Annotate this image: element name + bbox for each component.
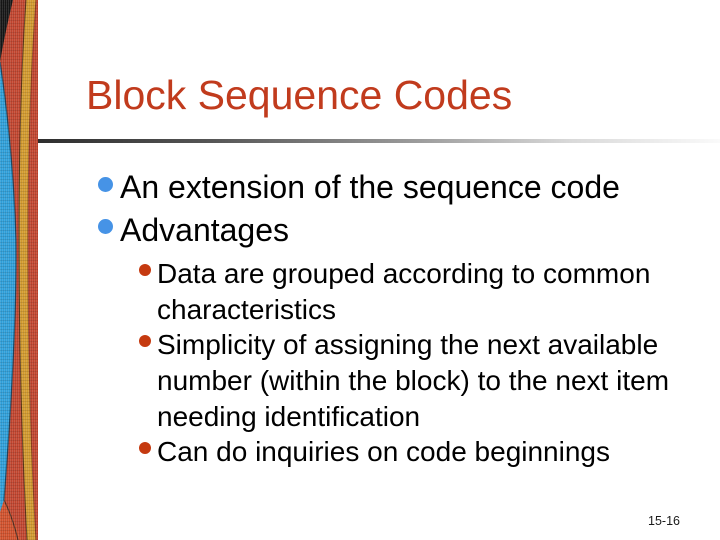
bullet-item-level2: Simplicity of assigning the next availab… bbox=[139, 327, 669, 435]
strip-gold-left-seam bbox=[18, 0, 28, 540]
bullet-item-level2: Data are grouped according to common cha… bbox=[139, 256, 650, 328]
bullet-item-level1: Advantages bbox=[98, 210, 289, 250]
blue-bullet-icon bbox=[98, 219, 113, 234]
bullet-text: Advantages bbox=[120, 212, 290, 248]
page-number: 15-16 bbox=[648, 514, 680, 528]
strip-gold-band bbox=[19, 0, 36, 540]
red-bullet-icon bbox=[139, 335, 151, 347]
red-bullet-icon bbox=[139, 442, 151, 454]
decorative-side-strip bbox=[0, 0, 38, 540]
bullet-text: Data are grouped according to common cha… bbox=[157, 258, 651, 325]
blue-bullet-icon bbox=[98, 177, 113, 192]
strip-bottom-seam bbox=[3, 499, 19, 540]
strip-blue-right-seam bbox=[0, 61, 17, 501]
strip-gold-right-seam bbox=[27, 0, 37, 540]
slide-title: Block Sequence Codes bbox=[86, 72, 513, 118]
bullet-text: Can do inquiries on code beginnings bbox=[157, 436, 610, 467]
strip-black-top-wedge bbox=[0, 0, 13, 62]
bullet-item-level2: Can do inquiries on code beginnings bbox=[139, 434, 610, 470]
bullet-item-level1: An extension of the sequence code bbox=[98, 167, 620, 207]
bullet-text: An extension of the sequence code bbox=[120, 169, 620, 205]
red-bullet-icon bbox=[139, 264, 151, 276]
bullet-text: Simplicity of assigning the next availab… bbox=[157, 329, 670, 432]
title-divider-line bbox=[38, 139, 720, 143]
